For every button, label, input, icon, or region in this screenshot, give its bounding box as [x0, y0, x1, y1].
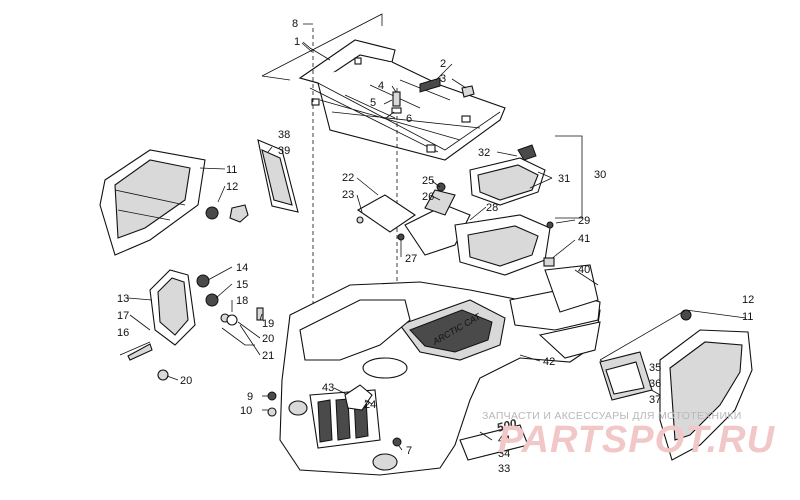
callout-17: 17	[117, 310, 129, 322]
callout-30: 30	[594, 169, 606, 181]
front-badge	[344, 384, 373, 411]
callout-37: 37	[649, 394, 661, 406]
callout-20-upper: 20	[262, 333, 274, 345]
callout-21: 21	[262, 350, 274, 362]
watermark-tagline: ЗАПЧАСТИ И АКСЕССУАРЫ ДЛЯ МОТОТЕХНИКИ	[482, 410, 742, 422]
callout-29: 29	[578, 215, 590, 227]
callout-5: 5	[370, 97, 376, 109]
callout-9: 9	[247, 391, 253, 403]
callout-24: 24	[364, 399, 376, 411]
rack-nut	[461, 85, 475, 98]
callout-39: 39	[278, 145, 290, 157]
callout-14: 14	[236, 262, 248, 274]
callout-6: 6	[406, 113, 412, 125]
callout-10: 10	[240, 405, 252, 417]
watermark-logo: PARTSPOT.RU	[498, 419, 776, 461]
callout-38: 38	[278, 129, 290, 141]
callout-12-right: 12	[742, 294, 754, 306]
callout-13: 13	[117, 293, 129, 305]
callout-42: 42	[543, 356, 555, 368]
watermark: ЗАПЧАСТИ И АКСЕССУАРЫ ДЛЯ МОТОТЕХНИКИ PA…	[482, 410, 776, 461]
rack-washer	[391, 107, 402, 114]
callout-23: 23	[342, 189, 354, 201]
callout-11-left: 11	[226, 164, 237, 176]
callout-16: 16	[117, 327, 129, 339]
callout-labels: 8 1 2 3 4 5 6 38 39 11 12 32 31 30 22 23…	[117, 18, 754, 475]
callout-43: 43	[322, 382, 334, 394]
rack-bolt	[392, 91, 401, 107]
left-side-panel	[99, 149, 206, 256]
callout-34: 34	[498, 448, 510, 460]
callout-20-lower: 20	[180, 375, 192, 387]
fender-decal: 500	[495, 416, 518, 435]
access-plate	[356, 194, 416, 233]
callout-15: 15	[236, 279, 248, 291]
callout-11-right: 11	[742, 311, 753, 323]
callout-28: 28	[486, 202, 498, 214]
panel-fastener	[229, 204, 249, 223]
callout-18: 18	[236, 295, 248, 307]
callout-25: 25	[422, 175, 434, 187]
callout-26: 26	[422, 191, 434, 203]
callout-36: 36	[649, 378, 661, 390]
callout-12-left: 12	[226, 181, 238, 193]
headlight-assembly	[149, 269, 196, 346]
callout-4: 4	[378, 80, 384, 92]
rear-rack	[298, 39, 506, 161]
callout-3: 3	[440, 73, 446, 85]
callout-41: 41	[578, 233, 590, 245]
callout-27: 27	[405, 253, 417, 265]
storage-lid	[469, 144, 546, 206]
callout-22: 22	[342, 172, 354, 184]
callout-1: 1	[294, 36, 300, 48]
storage-box	[454, 214, 551, 276]
callout-2: 2	[440, 58, 446, 70]
right-side-panel	[659, 329, 753, 461]
callout-32: 32	[478, 147, 490, 159]
callout-19: 19	[262, 318, 274, 330]
callout-8: 8	[292, 18, 298, 30]
rack-decal-strip	[419, 77, 441, 93]
callout-7: 7	[406, 445, 412, 457]
front-fender-body	[279, 281, 601, 476]
callout-35: 35	[649, 362, 661, 374]
callout-40: 40	[578, 264, 590, 276]
panel-grommet	[205, 206, 219, 220]
callout-44: 44	[498, 434, 510, 446]
leader-lines	[127, 42, 599, 451]
callout-31: 31	[558, 173, 570, 185]
callout-33: 33	[498, 463, 510, 475]
